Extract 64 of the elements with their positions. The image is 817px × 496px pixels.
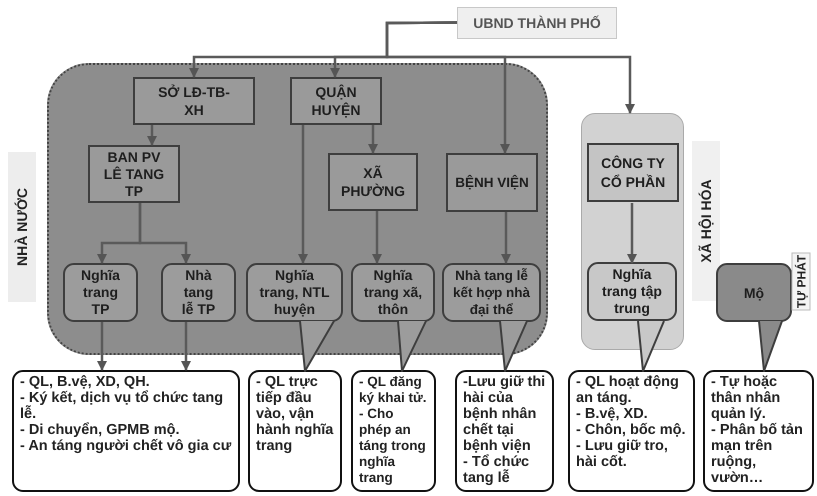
list-item: - B.vệ, XD. — [576, 406, 648, 422]
speech-bubble — [587, 262, 677, 321]
list-item: -Lưu giữ thi hài của bệnh nhân chết tại bệnh viện — [463, 374, 546, 454]
org-box — [328, 153, 418, 211]
arrow — [298, 125, 308, 264]
description-box — [351, 370, 436, 492]
list-item: - QL trực tiếp đầu vào, vận hành nghĩa trang — [256, 374, 334, 454]
callout-tail — [397, 320, 427, 372]
node-label: Nghĩa trang, NTL huyện — [258, 267, 330, 318]
arrow — [97, 322, 107, 371]
speech-bubble — [442, 263, 541, 322]
list-item: - Ký kết, dịch vụ tổ chức tang lễ. — [20, 390, 224, 422]
list-item: - QL hoạt động an táng. — [576, 374, 680, 406]
facility-box — [63, 263, 138, 322]
side-label: NHÀ NƯỚC — [8, 152, 36, 302]
arrow — [627, 203, 637, 264]
node-label: SỞ LĐ-TB-XH — [157, 83, 231, 119]
callout-tail — [299, 320, 335, 372]
arrow — [372, 211, 382, 264]
callout-tail — [758, 320, 783, 372]
arrow — [147, 125, 157, 146]
side-label: XÃ HỘI HÓA — [692, 141, 720, 301]
description-box — [12, 370, 240, 492]
org-box — [88, 145, 180, 203]
arrow — [181, 322, 191, 371]
node-label: BAN PV LÊ TANG TP — [102, 148, 166, 200]
arrow — [386, 21, 635, 114]
facility-box — [161, 263, 236, 322]
callout-tail — [637, 320, 665, 372]
node-label: Mộ — [744, 284, 764, 302]
arrow — [138, 203, 191, 264]
node-label: BỆNH VIỆN — [455, 174, 529, 192]
callout-tail — [499, 320, 528, 372]
list-item: - An táng người chết vô gia cư — [20, 438, 232, 454]
list-item: - Chôn, bốc mộ. — [576, 422, 686, 438]
node-label: Nghĩa trang TP — [80, 267, 121, 318]
node-label: Nhà tang lễ kết hợp nhà đại thể — [452, 267, 532, 318]
list-item: - QL, B.vệ, XD, QH. — [20, 374, 150, 390]
node-label: Nghĩa trang tập trung — [601, 266, 663, 317]
list-item: - Phân bố tản mạn trên ruộng, vườn… — [711, 422, 804, 486]
description-box — [568, 370, 695, 492]
description-box — [248, 370, 342, 492]
list-item: - Tự hoặc thân nhân quản lý. — [711, 374, 782, 422]
side-label: TỰ PHÁT — [792, 252, 810, 310]
org-box — [290, 77, 382, 125]
list-item: - Lưu giữ tro, hài cốt. — [576, 438, 669, 470]
arrow — [368, 125, 378, 154]
list-item: - QL đăng ký khai tử. — [359, 374, 428, 406]
node-label: Nghĩa trang xã, thôn — [362, 267, 424, 318]
org-box — [446, 153, 538, 212]
node-label: UBND THÀNH PHỐ — [473, 14, 601, 32]
org-box — [587, 143, 679, 202]
node-label: CÔNG TY CỔ PHẦN — [600, 154, 666, 192]
list-item: - Cho phép an táng trong nghĩa trang — [359, 406, 427, 486]
list-item: - Di chuyển, GPMB mộ. — [20, 422, 180, 438]
org-box — [133, 77, 255, 125]
description-box — [455, 370, 554, 492]
list-item: - Tổ chức tang lễ — [463, 454, 530, 486]
description-box — [703, 370, 814, 492]
node-label: Nhà tang lễ TP — [180, 267, 216, 318]
title-box — [457, 7, 617, 39]
arrow — [501, 212, 511, 264]
node-label: QUẬN HUYỆN — [310, 83, 362, 119]
node-label: XÃ PHƯỜNG — [340, 164, 406, 200]
